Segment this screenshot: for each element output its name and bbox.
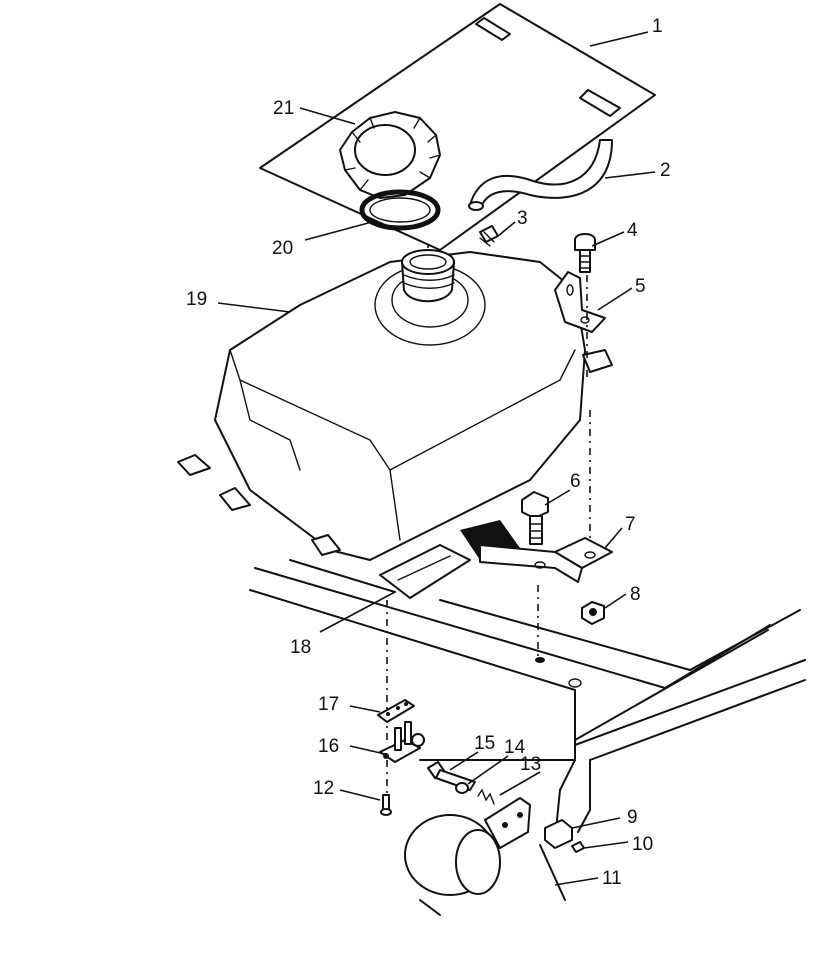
spring-part-13 [477,788,495,805]
callout-20: 20 [272,238,293,259]
hose-clamp-part-3 [479,225,499,247]
callouts: 1 2 3 4 5 6 7 8 9 10 11 12 13 14 15 16 1… [186,16,671,889]
callout-1: 1 [652,16,663,37]
callout-7: 7 [625,514,636,535]
callout-18: 18 [290,637,311,658]
pad-part-1 [259,3,656,251]
bracket-part-7 [479,537,613,583]
callout-17: 17 [318,694,339,715]
callout-8: 8 [630,584,641,605]
bolt-part-6 [521,491,549,545]
drum-hub [404,814,566,916]
callout-14: 14 [504,737,526,758]
callout-5: 5 [635,276,646,297]
callout-13: 13 [520,754,541,775]
callout-3: 3 [517,208,528,229]
vent-hose-part-2 [468,139,613,211]
frame-rails [249,559,806,841]
plate-part-17 [377,699,415,723]
fuel-tank-part-19 [177,249,613,599]
callout-16: 16 [318,736,339,757]
knob-part-9 [544,819,573,849]
callout-11: 11 [602,868,622,889]
mount-bracket-part-11 [484,797,531,849]
callout-6: 6 [570,471,581,492]
bracket-part-5 [554,271,606,333]
nut-part-8 [581,601,605,625]
callout-15: 15 [474,733,495,754]
leader-lines [217,31,656,886]
screw-part-12 [380,794,392,816]
callout-9: 9 [627,807,638,828]
bolt-part-4 [574,233,596,273]
callout-4: 4 [627,220,638,241]
fuel-valve-part-16 [379,721,425,763]
callout-21: 21 [273,98,294,119]
fuel-cap-part-21 [339,111,441,199]
callout-2: 2 [660,160,671,181]
callout-12: 12 [313,778,334,799]
screw-part-10 [571,841,585,853]
washer-part-14 [455,782,469,794]
seal-ring-part-20 [359,189,441,231]
callout-19: 19 [186,289,207,310]
callout-10: 10 [632,834,653,855]
